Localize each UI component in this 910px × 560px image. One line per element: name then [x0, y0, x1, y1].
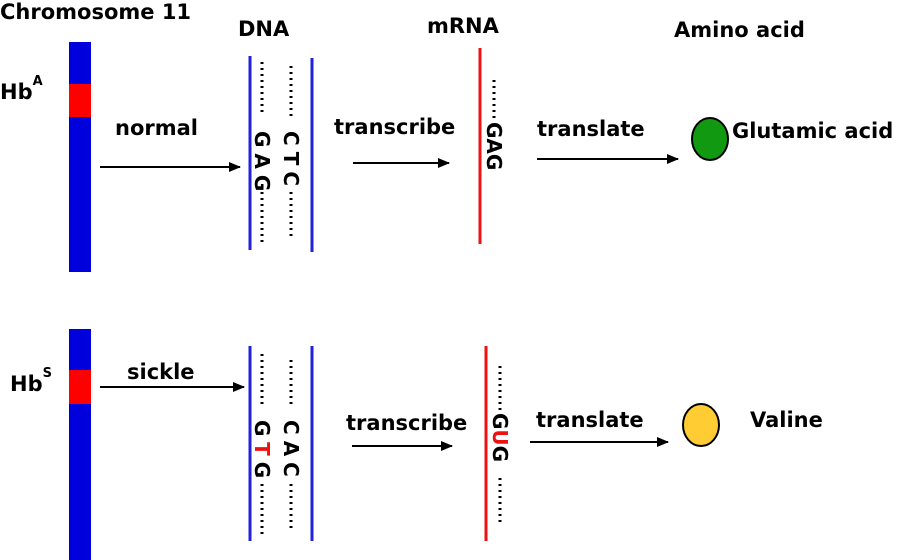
hemoglobin-gene-band-sickle — [69, 370, 91, 404]
mrna-base-mutated: U — [488, 429, 512, 445]
transcribe-label-normal: transcribe — [334, 115, 455, 139]
allele-label-hba: HbA — [0, 74, 43, 104]
transcribe-label-sickle: transcribe — [346, 411, 467, 435]
header-amino-acid: Amino acid — [674, 18, 805, 42]
process-label-normal: normal — [115, 116, 198, 140]
dna-coding-codon-sickle: CAC — [279, 420, 303, 477]
dna-template-codon-sickle: GTG — [250, 420, 274, 478]
amino-acid-label-glutamic: Glutamic acid — [732, 119, 893, 143]
translate-label-sickle: translate — [536, 408, 644, 432]
dna-base: C — [279, 462, 303, 477]
dna-base-mid: A — [250, 153, 274, 169]
dna-base: G — [250, 175, 274, 191]
green-circle-icon — [691, 117, 729, 161]
allele-superscript: A — [33, 74, 43, 89]
dna-coding-codon-normal: CTC — [279, 131, 303, 186]
allele-base: Hb — [10, 372, 43, 396]
mrna-base: G — [488, 413, 512, 429]
yellow-circle-icon — [682, 403, 720, 447]
allele-base: Hb — [0, 80, 33, 104]
mrna-codon-sickle: GUG — [488, 413, 512, 462]
header-mrna: mRNA — [427, 14, 500, 38]
mrna-base: G — [482, 154, 506, 170]
translate-label-normal: translate — [537, 117, 645, 141]
mrna-base-mid: A — [482, 138, 506, 154]
header-dna: DNA — [238, 17, 290, 41]
mrna-codon-normal: GAG — [482, 122, 506, 170]
dna-base: G — [250, 462, 274, 478]
dna-base: T — [279, 152, 303, 166]
dna-base: C — [279, 420, 303, 435]
mrna-base: G — [488, 446, 512, 462]
chromosome-11-normal — [69, 42, 91, 272]
row-normal: HbA normal GAG CTC transcribe GAG transl… — [0, 42, 893, 272]
dna-base-mutated: T — [250, 442, 274, 456]
dna-base: C — [279, 171, 303, 186]
hemoglobin-gene-band-normal — [69, 84, 91, 117]
dna-base: G — [250, 131, 274, 147]
process-label-sickle: sickle — [127, 360, 195, 384]
dna-template-codon-normal: GAG — [250, 131, 274, 191]
allele-label-hbs: HbS — [10, 366, 52, 396]
amino-acid-label-valine: Valine — [750, 408, 823, 432]
mrna-base: G — [482, 122, 506, 138]
dna-base: G — [250, 420, 274, 436]
header-chromosome: Chromosome 11 — [0, 0, 191, 24]
allele-superscript: S — [43, 366, 52, 381]
dna-base: C — [279, 131, 303, 146]
chromosome-11-sickle — [69, 329, 91, 560]
row-sickle: HbS sickle GTG CAC transcribe GUG transl… — [10, 329, 823, 560]
dna-base: A — [279, 441, 303, 457]
